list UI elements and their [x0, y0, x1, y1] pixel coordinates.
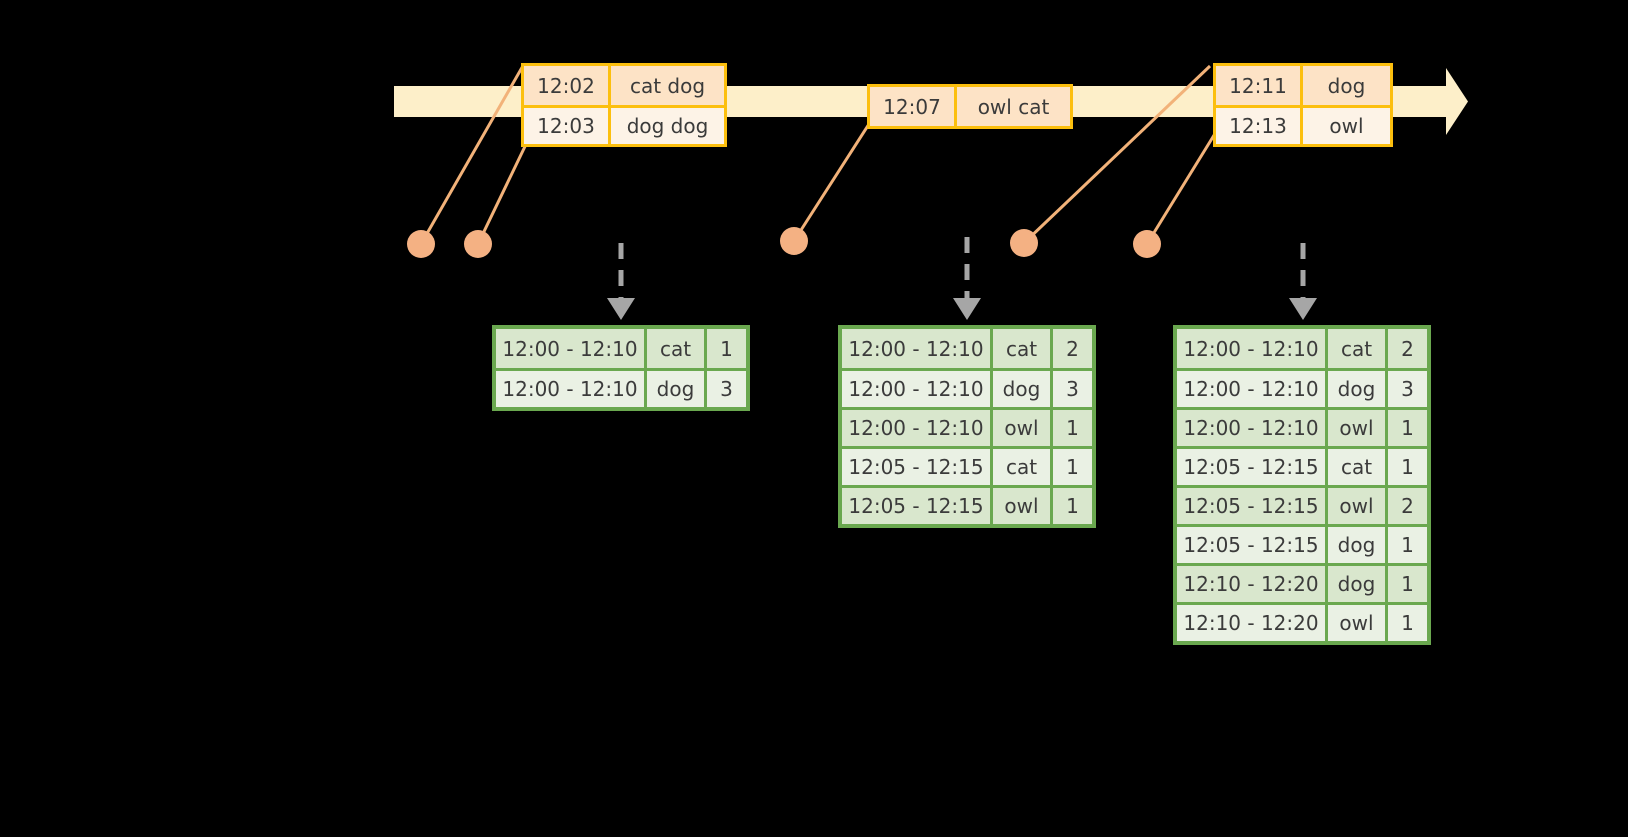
cell-count: 1 [1388, 410, 1427, 446]
event-row: 12:11 dog [1216, 66, 1390, 105]
event-value: dog [1303, 66, 1390, 105]
cell-window: 12:00 - 12:10 [496, 371, 647, 407]
event-time: 12:02 [524, 66, 611, 105]
event-dot-1203 [464, 230, 492, 258]
cell-window: 12:00 - 12:10 [1177, 329, 1328, 368]
cell-count: 1 [1388, 605, 1427, 641]
cell-window: 12:00 - 12:10 [842, 371, 993, 407]
event-time: 12:11 [1216, 66, 1303, 105]
cell-key: cat [993, 329, 1053, 368]
cell-key: owl [993, 488, 1053, 524]
cell-window: 12:00 - 12:10 [842, 410, 993, 446]
cell-window: 12:05 - 12:15 [1177, 449, 1328, 485]
cell-key: cat [1328, 329, 1388, 368]
cell-window: 12:10 - 12:20 [1177, 605, 1328, 641]
cell-key: dog [993, 371, 1053, 407]
cell-key: owl [1328, 605, 1388, 641]
cell-count: 1 [707, 329, 746, 368]
cell-count: 1 [1053, 449, 1092, 485]
cell-count: 1 [1388, 566, 1427, 602]
cell-key: cat [1328, 449, 1388, 485]
cell-key: dog [1328, 566, 1388, 602]
cell-key: owl [1328, 488, 1388, 524]
cell-window: 12:00 - 12:10 [1177, 410, 1328, 446]
event-value: owl cat [957, 87, 1070, 126]
cell-window: 12:05 - 12:15 [1177, 527, 1328, 563]
cell-count: 3 [1388, 371, 1427, 407]
event-dot-1211 [1010, 229, 1038, 257]
cell-key: owl [1328, 410, 1388, 446]
cell-count: 3 [1053, 371, 1092, 407]
event-row: 12:02 cat dog [524, 66, 724, 105]
cell-key: owl [993, 410, 1053, 446]
event-value: dog dog [611, 108, 724, 144]
cell-window: 12:05 - 12:15 [1177, 488, 1328, 524]
cell-count: 3 [707, 371, 746, 407]
event-dot-1213 [1133, 230, 1161, 258]
cell-window: 12:00 - 12:10 [496, 329, 647, 368]
cell-count: 1 [1053, 488, 1092, 524]
event-box-group-3: 12:11 dog 12:13 owl [1213, 63, 1393, 147]
cell-key: cat [647, 329, 707, 368]
cell-count: 2 [1388, 488, 1427, 524]
event-row: 12:13 owl [1216, 105, 1390, 144]
cell-key: dog [1328, 527, 1388, 563]
event-value: owl [1303, 108, 1390, 144]
event-dot-1207 [780, 227, 808, 255]
cell-window: 12:00 - 12:10 [1177, 371, 1328, 407]
event-time: 12:13 [1216, 108, 1303, 144]
event-box-group-2: 12:07 owl cat [867, 84, 1073, 129]
cell-window: 12:05 - 12:15 [842, 449, 993, 485]
event-value: cat dog [611, 66, 724, 105]
cell-count: 1 [1388, 449, 1427, 485]
cell-count: 2 [1053, 329, 1092, 368]
right-arrow-icon [1420, 64, 1468, 139]
event-box-group-1: 12:02 cat dog 12:03 dog dog [521, 63, 727, 147]
event-time: 12:07 [870, 87, 957, 126]
event-time: 12:03 [524, 108, 611, 144]
cell-key: cat [993, 449, 1053, 485]
event-row: 12:03 dog dog [524, 105, 724, 144]
cell-key: dog [1328, 371, 1388, 407]
cell-count: 2 [1388, 329, 1427, 368]
cell-count: 1 [1388, 527, 1427, 563]
event-row: 12:07 owl cat [870, 87, 1070, 126]
cell-key: dog [647, 371, 707, 407]
cell-window: 12:10 - 12:20 [1177, 566, 1328, 602]
cell-window: 12:00 - 12:10 [842, 329, 993, 368]
event-dot-1202 [407, 230, 435, 258]
cell-count: 1 [1053, 410, 1092, 446]
cell-window: 12:05 - 12:15 [842, 488, 993, 524]
